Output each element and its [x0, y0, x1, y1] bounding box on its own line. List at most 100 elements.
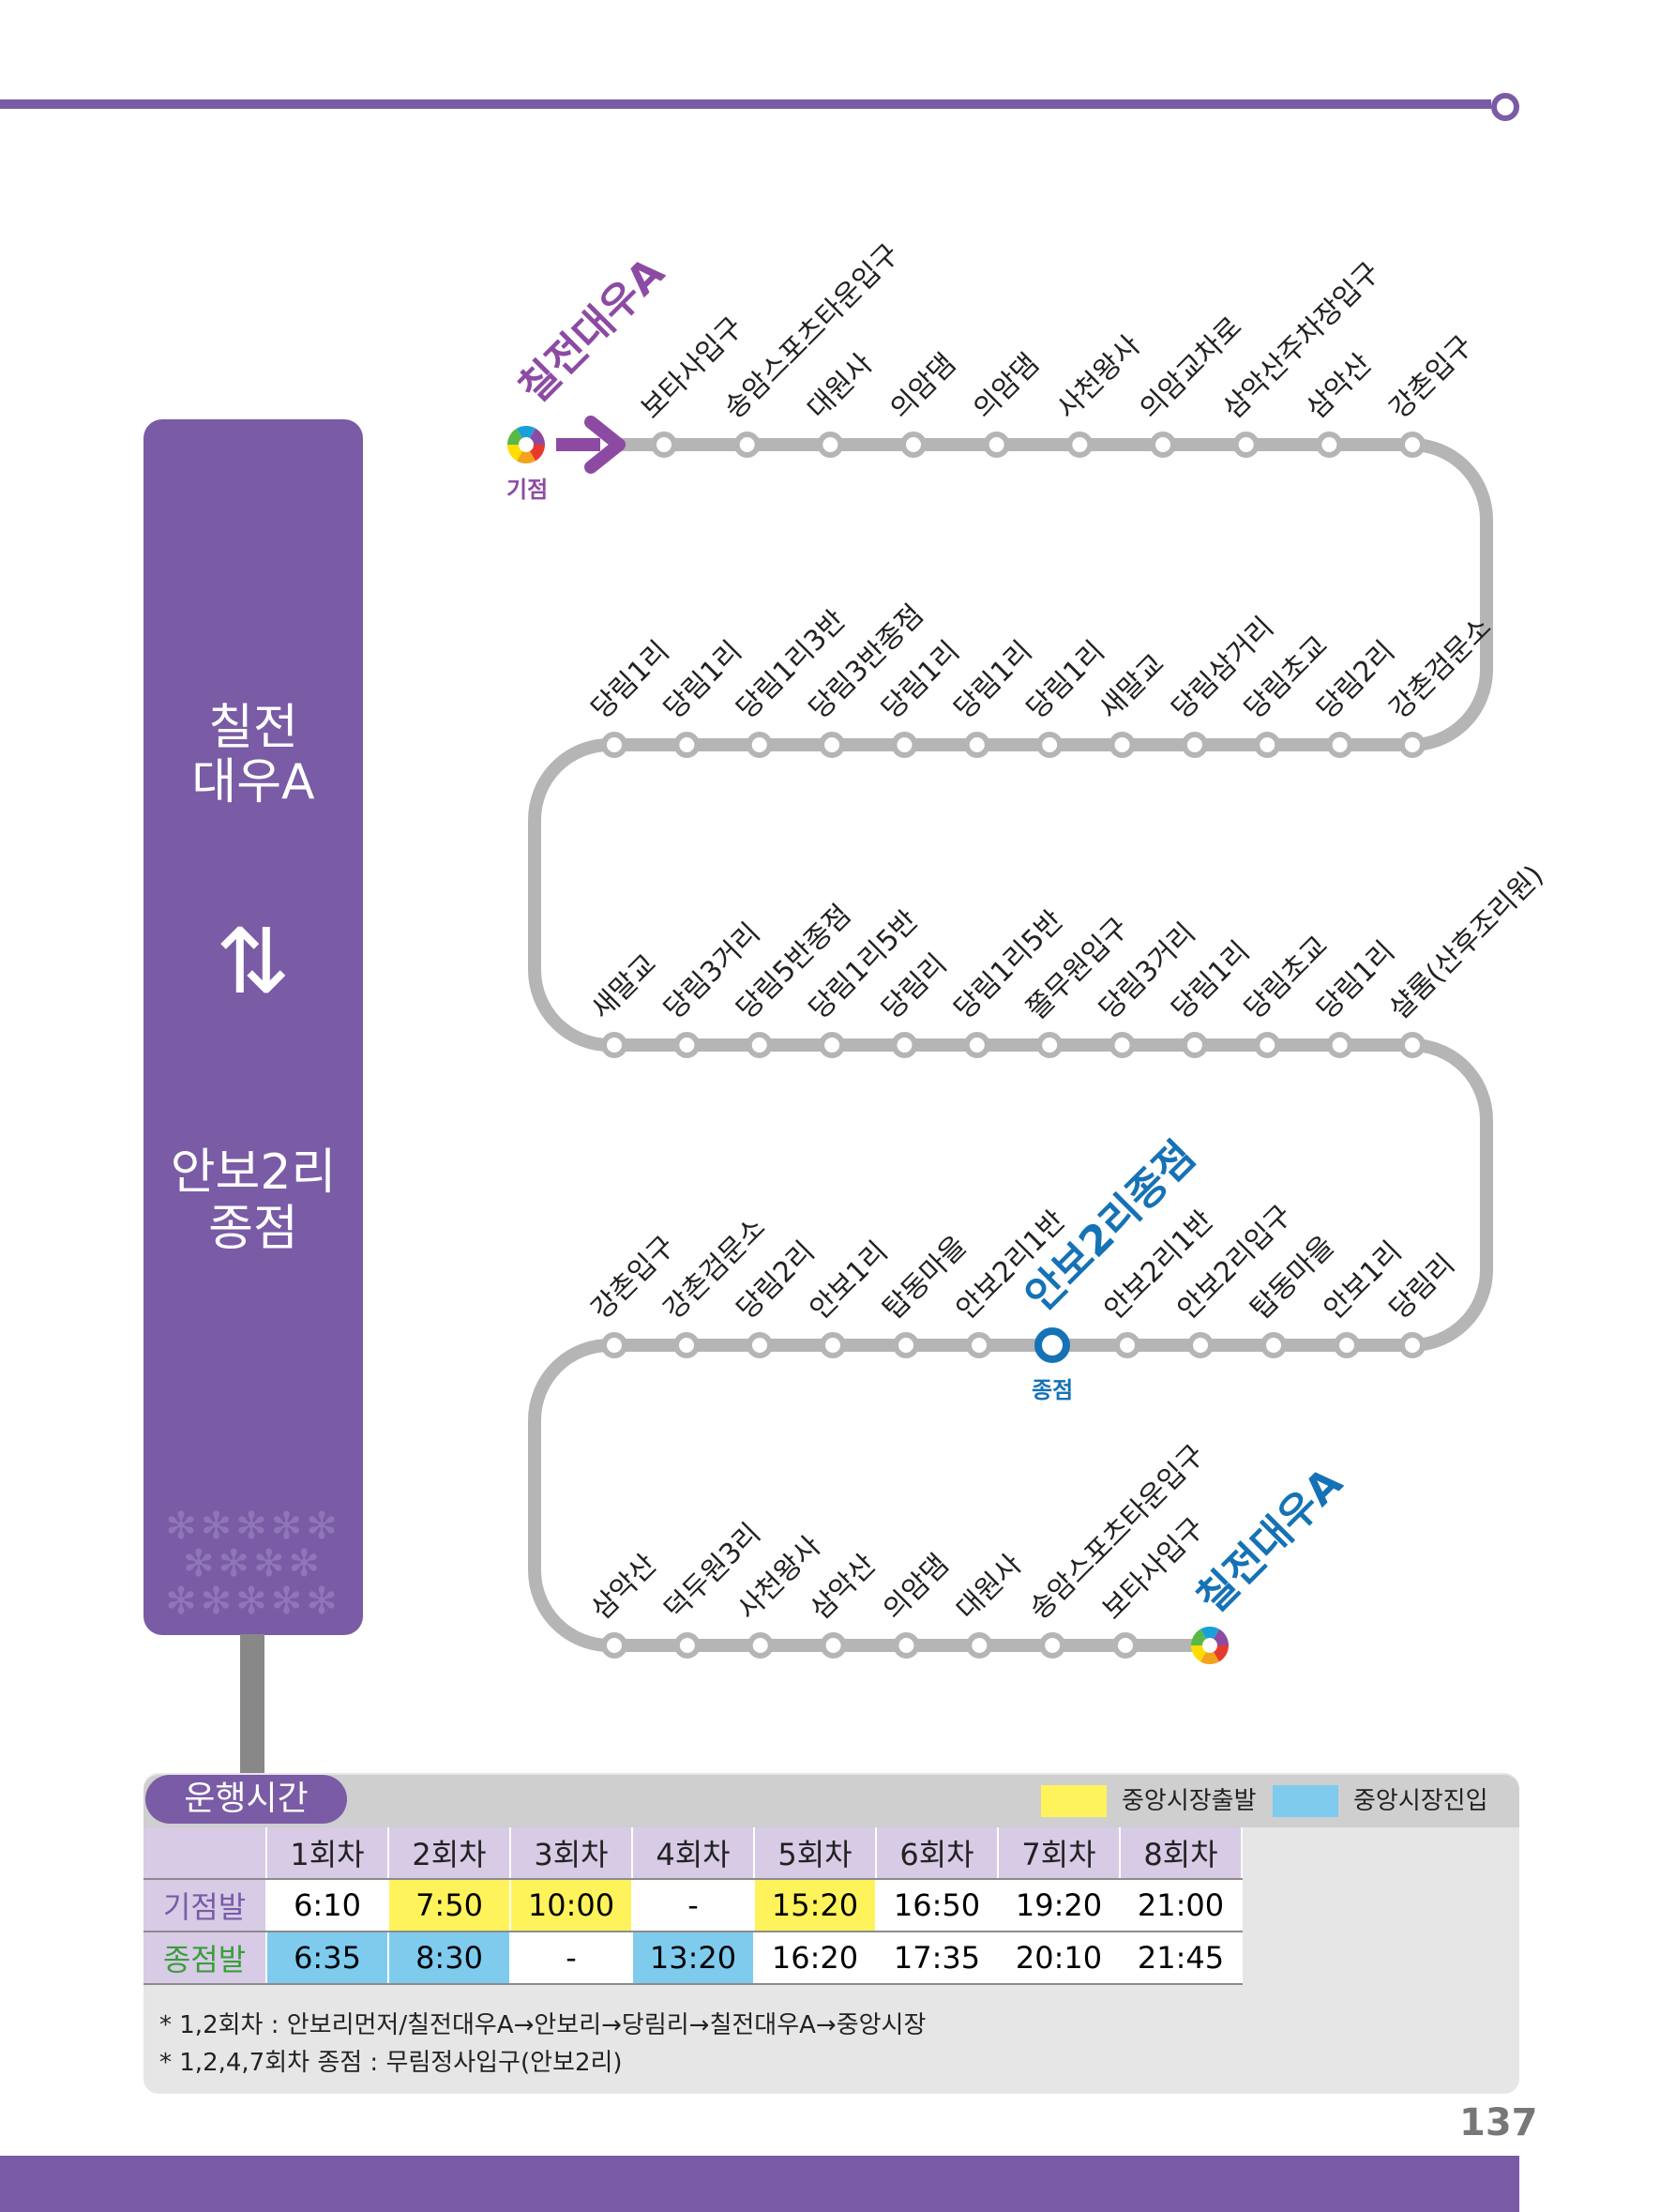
stop-marker	[963, 1032, 990, 1058]
stop-marker	[601, 732, 627, 758]
schedule-table: 1회차 2회차 3회차 4회차 5회차 6회차 7회차 8회차 기점발 6:10…	[143, 1827, 1243, 1985]
banner-dest-line2: 종점	[208, 1201, 298, 1257]
route-banner: 칠전 대우A ⇅ 안보2리 종점 ✻✻✻✻✻✻✻✻✻✻✻✻✻✻	[143, 419, 363, 1635]
stop-marker	[891, 732, 918, 758]
time-cell: 10:00	[510, 1879, 633, 1932]
page-number: 137	[1459, 2101, 1538, 2144]
time-cell: 21:45	[1120, 1932, 1243, 1985]
stop-marker	[1399, 1032, 1426, 1058]
stop-label: 사천왕사	[1050, 329, 1147, 426]
legend-blue-swatch	[1273, 1785, 1338, 1817]
stop-marker	[900, 432, 927, 458]
time-cell: 15:20	[754, 1879, 877, 1932]
stop-marker	[601, 1032, 627, 1058]
stop-marker	[1232, 432, 1260, 458]
start-caption: 기점	[506, 477, 548, 503]
route-track	[528, 438, 1493, 1652]
stop-marker	[1114, 1332, 1140, 1358]
time-cell: 21:00	[1120, 1879, 1243, 1932]
stop-marker	[1326, 1032, 1353, 1058]
stop-marker	[819, 732, 846, 758]
stop-marker	[1399, 1332, 1426, 1358]
start-logo-icon-center	[519, 437, 534, 452]
stop-marker	[966, 1632, 993, 1659]
stop-marker	[1039, 1632, 1066, 1659]
stop-marker	[963, 732, 990, 758]
stop-marker	[891, 1032, 918, 1058]
stop-marker	[1334, 1332, 1360, 1358]
col-header: 7회차	[998, 1827, 1121, 1880]
time-cell: 20:10	[998, 1932, 1121, 1985]
stop-marker	[1260, 1332, 1287, 1358]
time-cell: 13:20	[632, 1932, 755, 1985]
row-header-departure: 기점발	[143, 1879, 267, 1932]
time-cell: 8:30	[388, 1932, 511, 1985]
stop-marker	[1399, 732, 1426, 758]
row-header-terminal: 종점발	[143, 1932, 267, 1985]
time-cell: 16:50	[876, 1879, 999, 1932]
stop-label: 새말교	[585, 947, 663, 1025]
stop-marker	[966, 1332, 992, 1358]
time-cell: 17:35	[876, 1932, 999, 1985]
col-header: 3회차	[510, 1827, 633, 1880]
stop-marker	[1112, 1632, 1139, 1659]
legend-yellow-swatch	[1041, 1785, 1107, 1817]
bidirectional-arrow-icon: ⇅	[215, 909, 292, 1014]
stop-label: 강촌입구	[1383, 329, 1480, 426]
stop-marker	[747, 1332, 773, 1358]
end-terminal-label: 칠전대우A	[1188, 1459, 1352, 1623]
end-logo-icon-center	[1202, 1638, 1217, 1653]
bottom-bar	[0, 2156, 1519, 2212]
schedule-note: * 1,2회차 : 안보리먼저/칠전대우A→안보리→당림리→칠전대우A→중앙시장	[159, 2011, 927, 2039]
legend-yellow-label: 중앙시장출발	[1122, 1787, 1257, 1815]
stop-marker	[601, 1632, 627, 1659]
stop-marker	[1150, 432, 1176, 458]
stop-marker	[673, 1632, 701, 1659]
end-logo-icon-segment	[1200, 1626, 1219, 1645]
stop-marker	[1326, 732, 1353, 758]
schedule-tab: 운행시간	[145, 1775, 347, 1824]
start-logo-icon-segment	[517, 445, 536, 463]
stop-marker	[746, 1032, 773, 1058]
stop-marker	[651, 432, 677, 458]
stop-marker	[1254, 1032, 1281, 1058]
stop-marker	[1036, 732, 1064, 758]
stop-label: 당림1리	[948, 635, 1039, 726]
stop-marker	[1399, 432, 1426, 458]
stop-marker	[747, 1632, 774, 1659]
stop-label: 삼악산	[1300, 347, 1378, 425]
time-cell: -	[510, 1932, 633, 1985]
stop-label: 대원사	[801, 347, 879, 425]
schedule-note: * 1,2,4,7회차 종점 : 무림정사입구(안보2리)	[159, 2049, 623, 2077]
start-logo-icon-segment	[517, 426, 536, 445]
stop-label: 의암댐	[884, 347, 962, 425]
schedule-row-terminal: 종점발 6:35 8:30 - 13:20 16:20 17:35 20:10 …	[143, 1932, 1243, 1985]
col-header: 4회차	[632, 1827, 755, 1880]
stop-marker	[817, 432, 844, 458]
stop-marker	[893, 1332, 919, 1358]
stop-marker	[983, 432, 1010, 458]
time-cell: 6:10	[266, 1879, 389, 1932]
stop-marker	[673, 1332, 700, 1358]
stop-label: 대원사	[950, 1548, 1028, 1626]
stop-marker	[601, 1332, 627, 1358]
top-rule	[0, 99, 1491, 109]
time-cell: -	[632, 1879, 755, 1932]
start-arrow-icon	[584, 416, 626, 474]
stop-marker	[733, 432, 761, 458]
stop-marker	[1109, 1032, 1136, 1058]
stop-marker	[746, 732, 773, 758]
corner-cell	[143, 1827, 267, 1880]
col-header: 2회차	[388, 1827, 511, 1880]
terminal-caption: 종점	[1032, 1377, 1073, 1403]
end-logo-icon-segment	[1200, 1645, 1219, 1665]
banner-dest-line1: 안보2리	[170, 1144, 337, 1201]
stop-marker	[893, 1632, 920, 1659]
col-header: 6회차	[876, 1827, 999, 1880]
stop-marker	[1187, 1332, 1214, 1358]
stop-label: 의암댐	[877, 1548, 955, 1626]
stop-marker	[1181, 732, 1208, 758]
stop-marker	[1066, 432, 1094, 458]
stop-marker	[1181, 1032, 1208, 1058]
legend-blue-label: 중앙시장진입	[1353, 1787, 1488, 1815]
